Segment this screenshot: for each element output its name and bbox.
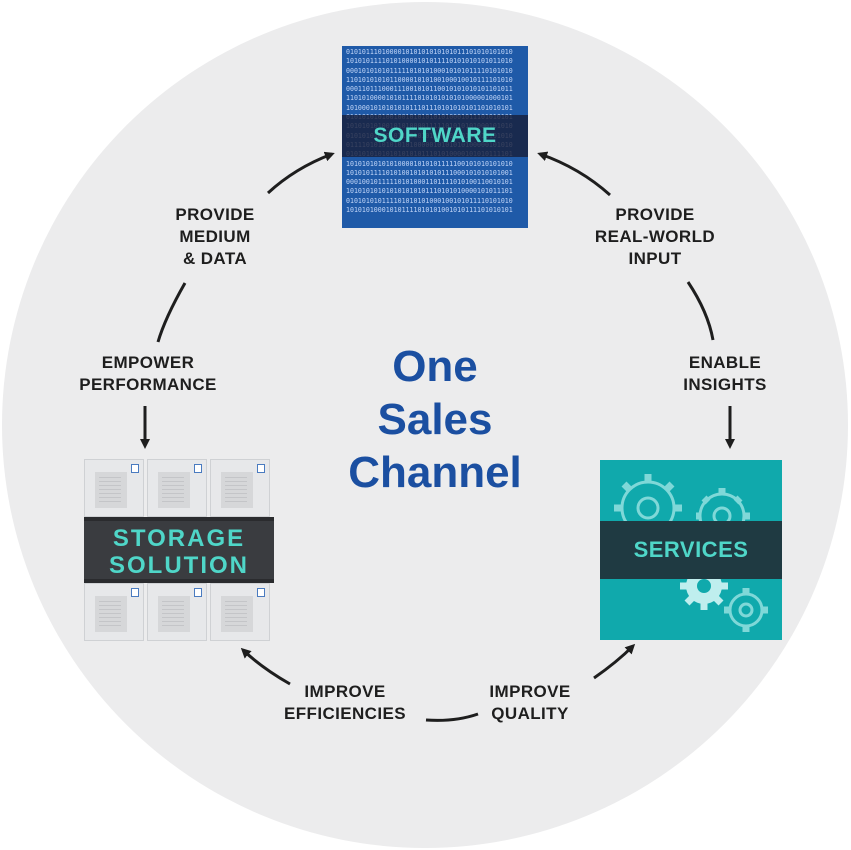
software-node: 0101011101000010101010101010111010101010… <box>342 46 528 228</box>
edge-label-line: ENABLE <box>688 353 762 372</box>
edge-label-line: IMPROVE <box>489 682 571 701</box>
storage-cell <box>84 583 144 641</box>
edge-label-line: MEDIUM <box>179 227 251 246</box>
storage-label-line-1: STORAGE <box>112 525 246 552</box>
services-node: SERVICES <box>600 460 782 640</box>
label-improve-efficiencies: IMPROVE EFFICIENCIES <box>270 681 420 725</box>
label-enable-insights: ENABLE INSIGHTS <box>660 352 790 396</box>
label-improve-quality: IMPROVE QUALITY <box>470 681 590 725</box>
arc-bottom <box>425 712 479 722</box>
storage-cell <box>210 583 270 641</box>
storage-label-line-2: SOLUTION <box>109 552 249 579</box>
edge-label-line: PROVIDE <box>175 205 255 224</box>
storage-node: STORAGE SOLUTION <box>84 459 274 643</box>
arrow-to-software-left <box>266 151 335 195</box>
label-provide-real-world-input: PROVIDE REAL-WORLD INPUT <box>580 204 730 270</box>
arc-left-upper <box>156 282 187 343</box>
storage-cell <box>147 583 207 641</box>
center-title-line-2: Sales <box>377 395 493 444</box>
storage-label: STORAGE SOLUTION <box>84 525 274 579</box>
edge-label-line: EMPOWER <box>101 353 195 372</box>
edge-label-line: QUALITY <box>491 704 569 723</box>
software-label: SOFTWARE <box>373 124 497 147</box>
edge-label-line: & DATA <box>182 249 248 268</box>
label-provide-medium-data: PROVIDE MEDIUM & DATA <box>150 204 280 270</box>
arrow-to-software-right <box>537 151 612 197</box>
storage-cell <box>147 459 207 517</box>
arrow-to-storage-bottom <box>240 647 291 686</box>
storage-cell <box>84 459 144 517</box>
label-empower-performance: EMPOWER PERFORMANCE <box>58 352 238 396</box>
center-title-line-1: One <box>392 342 478 391</box>
storage-cell <box>210 459 270 517</box>
center-title: One Sales Channel <box>300 340 570 499</box>
arrow-to-services-bottom <box>593 643 636 680</box>
services-label: SERVICES <box>633 537 749 562</box>
storage-band: STORAGE SOLUTION <box>84 517 274 583</box>
edge-label-line: PERFORMANCE <box>79 375 217 394</box>
edge-label-line: PROVIDE <box>615 205 695 224</box>
edge-label-line: INPUT <box>628 249 682 268</box>
edge-label-line: INSIGHTS <box>683 375 767 394</box>
center-title-line-3: Channel <box>348 448 522 497</box>
edge-label-line: IMPROVE <box>304 682 386 701</box>
edge-label-line: EFFICIENCIES <box>284 704 406 723</box>
services-band: SERVICES <box>600 521 782 579</box>
software-band: SOFTWARE <box>342 115 528 157</box>
arc-right-upper <box>686 281 715 341</box>
edge-label-line: REAL-WORLD <box>594 227 716 246</box>
